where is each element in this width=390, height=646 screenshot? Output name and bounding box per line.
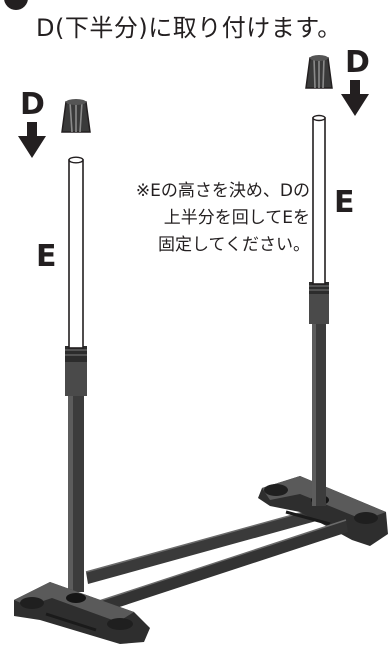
note-line: ※Eの高さを決め、Dの xyxy=(135,181,310,201)
crossbar-back xyxy=(85,507,320,584)
adjustment-note: ※Eの高さを決め、Dの 上半分を回してEを 固定してください。 xyxy=(78,178,310,259)
part-label-e-left: E xyxy=(36,239,57,274)
note-line: 上半分を回してEを xyxy=(163,208,310,228)
arrow-down-icon xyxy=(18,122,46,158)
crossbar-front xyxy=(89,519,348,616)
left-post xyxy=(65,156,87,592)
instruction-heading: D(下半分)に取り付けます。 xyxy=(36,14,342,42)
part-label-e-right: E xyxy=(334,185,355,220)
part-label-d-left: D xyxy=(20,87,45,122)
right-post xyxy=(309,114,329,506)
cap-d-icon xyxy=(61,99,91,133)
note-line: 固定してください。 xyxy=(158,235,310,255)
part-label-d-right: D xyxy=(345,45,370,80)
left-base-foot xyxy=(14,582,150,644)
cap-d-icon xyxy=(305,55,333,89)
step-number-badge xyxy=(4,0,28,10)
arrow-down-icon xyxy=(341,80,369,116)
